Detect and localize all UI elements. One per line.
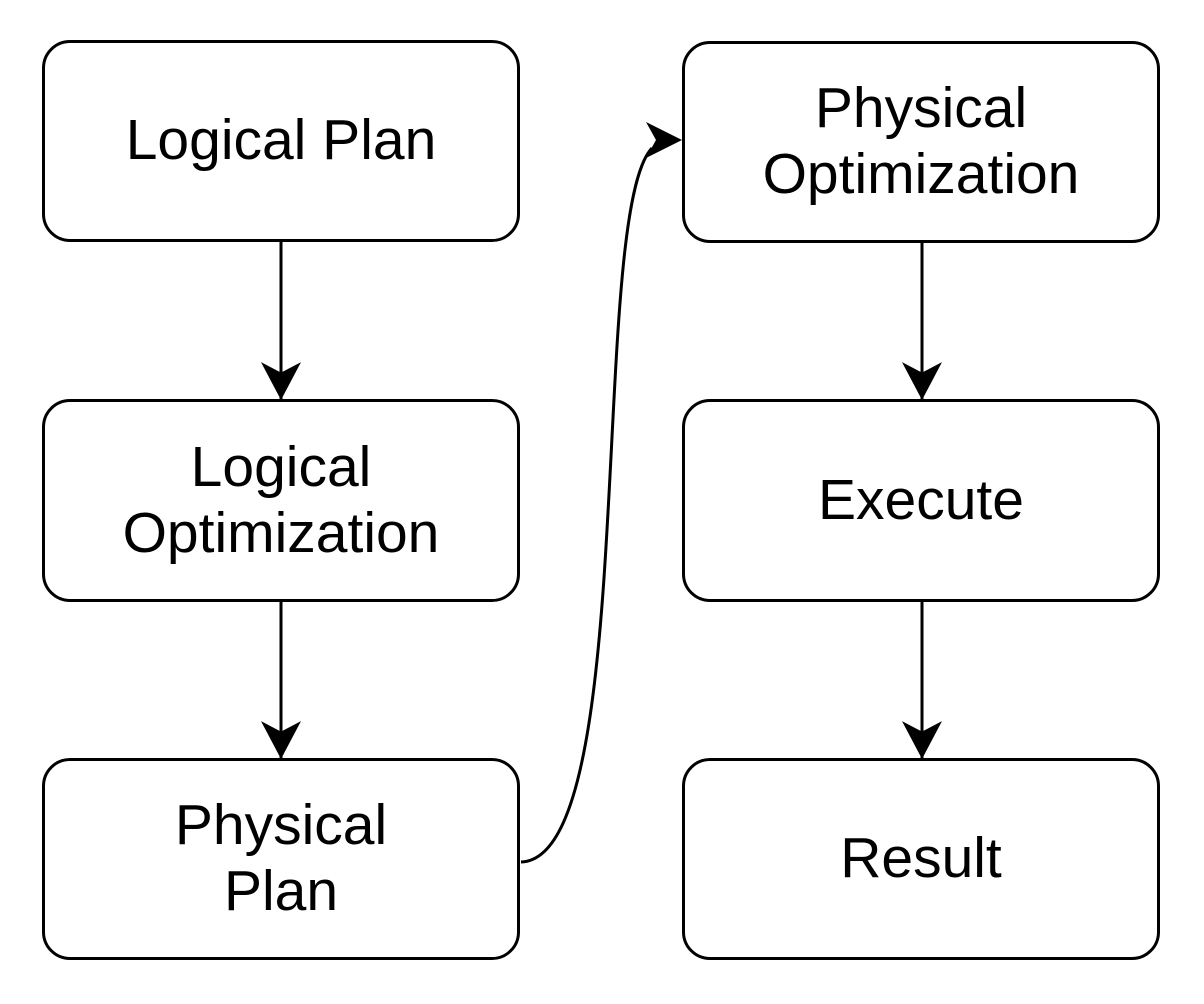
node-result-label: Result (840, 826, 1002, 891)
node-physical-optimization: Physical Optimization (682, 41, 1160, 243)
node-execute-label: Execute (818, 467, 1024, 532)
node-logical-plan-label: Logical Plan (125, 108, 437, 173)
edge-physical-plan-to-physical-optimization (520, 146, 654, 864)
node-result: Result (682, 758, 1160, 960)
node-physical-plan-label: Physical Plan (174, 793, 388, 923)
node-physical-optimization-label: Physical Optimization (762, 76, 1080, 206)
node-logical-optimization-label: Logical Optimization (122, 434, 440, 565)
node-execute: Execute (682, 399, 1160, 602)
node-physical-plan: Physical Plan (42, 758, 520, 960)
node-logical-optimization: Logical Optimization (42, 399, 520, 602)
arrowhead-physical-optimization (646, 122, 682, 158)
node-logical-plan: Logical Plan (42, 40, 520, 242)
